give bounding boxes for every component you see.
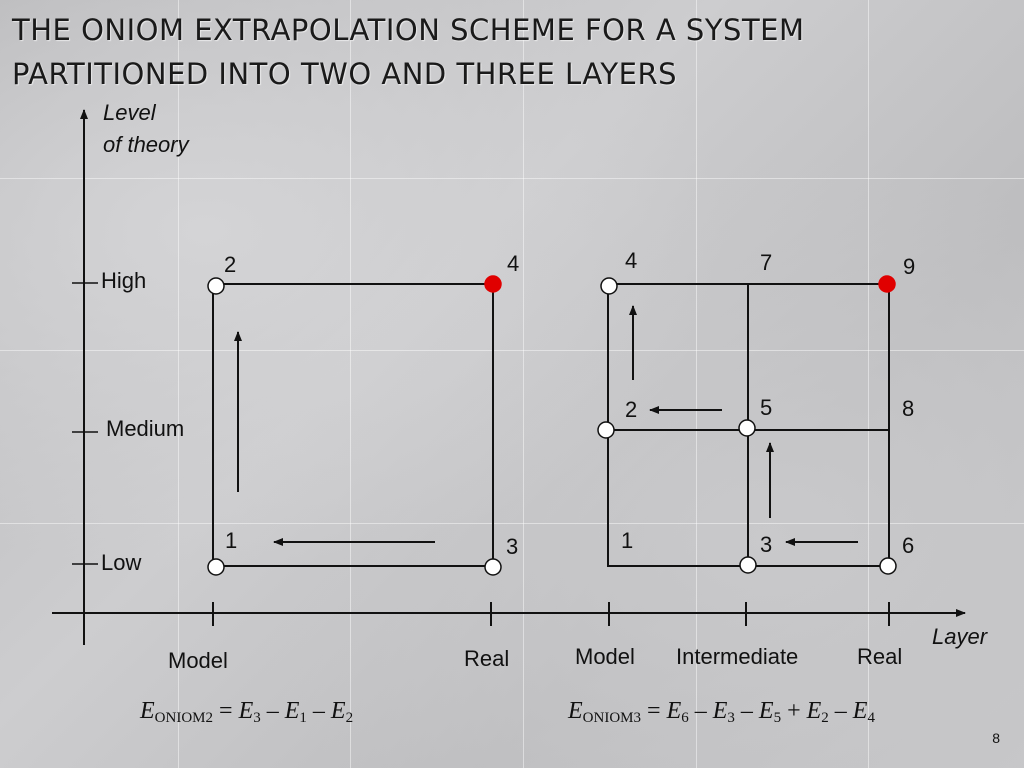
node-three-2: [597, 421, 615, 439]
node-three-6-label: 6: [902, 533, 915, 558]
equation-oniom3: EONIOM3 = E6 – E3 – E5 + E2 – E4: [568, 698, 875, 726]
node-two-1: [207, 558, 225, 576]
two-layer-box: [212, 283, 494, 567]
equation-oniom2: EONIOM2 = E3 – E1 – E2: [140, 698, 354, 726]
node-three-4: [600, 277, 618, 295]
node-two-3-label: 3: [506, 534, 519, 559]
background-grid-line: [350, 0, 351, 768]
background-grid-line: [696, 0, 697, 768]
node-two-4-label: 4: [507, 251, 520, 276]
node-three-3-label: 3: [760, 532, 773, 557]
node-two-4-highlight: [484, 275, 502, 293]
level-low-label: Low: [101, 550, 142, 575]
slide-title-line2: PARTITIONED INTO TWO AND THREE LAYERS: [12, 57, 677, 91]
node-three-9-highlight: [878, 275, 896, 293]
slide-title-line1: THE ONIOM EXTRAPOLATION SCHEME FOR A SYS…: [12, 13, 805, 47]
background-grid-line: [0, 523, 1024, 524]
level-medium-label: Medium: [106, 416, 185, 441]
node-two-2: [207, 277, 225, 295]
node-three-7-label: 7: [760, 250, 773, 275]
slide-title: THE ONIOM EXTRAPOLATION SCHEME FOR A SYS…: [12, 8, 1012, 96]
node-three-5-label: 5: [760, 395, 773, 420]
node-three-5: [738, 419, 756, 437]
node-three-3: [739, 556, 757, 574]
node-two-2-label: 2: [224, 252, 237, 277]
x-tick-label-real-2: Real: [464, 646, 510, 671]
x-tick-label-intermediate-3: Intermediate: [676, 644, 799, 669]
x-tick-label-model-2: Model: [168, 648, 228, 673]
y-axis-label-line2: of theory: [103, 132, 189, 157]
node-three-8-label: 8: [902, 396, 915, 421]
background-grid-line: [523, 0, 524, 768]
background-grid-line: [178, 0, 179, 768]
node-three-6: [879, 557, 897, 575]
background-grid-line: [868, 0, 869, 768]
node-two-1-label: 1: [225, 528, 238, 553]
x-axis-label: Layer: [932, 624, 988, 649]
background-grid-line: [0, 350, 1024, 351]
node-three-9-label: 9: [903, 254, 916, 279]
y-axis-label-line1: Level: [103, 100, 156, 125]
node-three-4-label: 4: [625, 248, 638, 273]
node-three-2-label: 2: [625, 397, 638, 422]
node-two-3: [484, 558, 502, 576]
page-number: 8: [992, 730, 1000, 746]
background-grid-line: [0, 178, 1024, 179]
level-high-label: High: [101, 268, 147, 293]
node-three-1-label: 1: [621, 528, 634, 553]
x-tick-label-model-3: Model: [575, 644, 635, 669]
x-tick-label-real-3: Real: [857, 644, 903, 669]
